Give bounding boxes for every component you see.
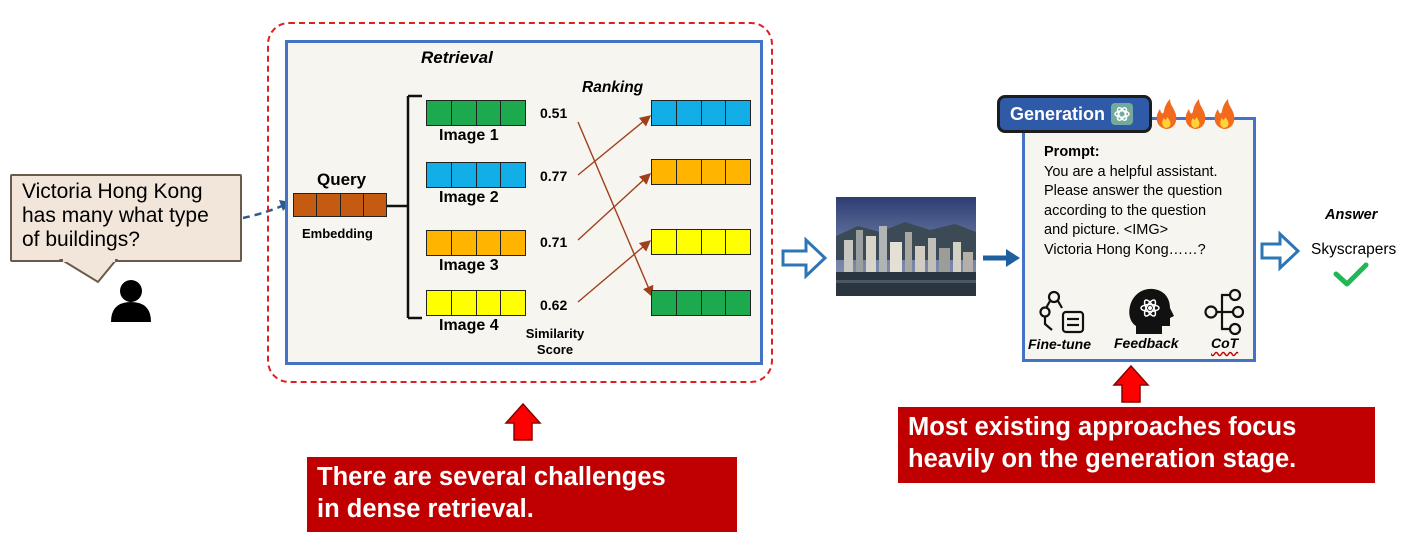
image-embedding-bar-4 (426, 290, 526, 316)
prompt-title: Prompt: (1044, 144, 1100, 160)
arrow-to-generation-head (1006, 249, 1020, 267)
fire-icon (1156, 99, 1177, 129)
generation-note-line-1: Most existing approaches focus (908, 413, 1297, 441)
ranking-title: Ranking (582, 79, 644, 96)
retrieval-challenge-note: There are several challenges in dense re… (307, 457, 737, 532)
retrieval-title: Retrieval (421, 48, 493, 67)
similarity-score-1: 0.51 (540, 105, 568, 121)
feedback-label: Feedback (1114, 335, 1179, 351)
user-icon (111, 280, 151, 322)
hollow-arrow-to-answer (1260, 230, 1301, 272)
similarity-score-3: 0.71 (540, 234, 568, 250)
image-embedding-bar-1 (426, 100, 526, 126)
query-dashed-arrow (242, 204, 283, 220)
fire-icon (1214, 99, 1235, 129)
image-label-3: Image 3 (439, 257, 499, 274)
generation-tab: Generation (997, 95, 1152, 133)
rank-arrow-image1 (577, 121, 654, 298)
similarity-score-4: 0.62 (540, 297, 568, 313)
prompt-line-2: Please answer the question (1044, 183, 1223, 200)
rank-arrow-image3 (577, 173, 652, 241)
red-up-arrow-retrieval (504, 402, 542, 441)
tool-icons (1039, 288, 1245, 336)
chatgpt-logo-icon (1111, 103, 1134, 125)
red-up-arrow-generation (1112, 364, 1150, 403)
query-bubble: Victoria Hong Kong has many what type of… (10, 174, 242, 262)
prompt-line-4: and picture. <IMG> (1044, 222, 1169, 239)
prompt-line-1: You are a helpful assistant. (1044, 163, 1218, 180)
prompt-line-5: Victoria Hong Kong……? (1044, 241, 1206, 258)
similarity-line-1: Similarity (525, 326, 585, 341)
query-title: Query (317, 170, 367, 189)
ranked-embedding-bar-2 (651, 159, 751, 185)
similarity-score-label: Similarity Score (523, 326, 587, 358)
retrieval-note-line-2: in dense retrieval. (317, 495, 534, 523)
fire-icon (1185, 99, 1206, 129)
image-label-1: Image 1 (439, 127, 499, 144)
answer-title: Answer (1325, 207, 1378, 223)
embedding-label: Embedding (302, 226, 373, 241)
fine-tune-icon (1039, 290, 1085, 334)
generation-title: Generation (1010, 103, 1106, 124)
fire-icons (1156, 99, 1235, 129)
image-label-2: Image 2 (439, 189, 499, 206)
retrieval-dashed-frame (267, 22, 773, 383)
retrieved-city-image (836, 197, 976, 296)
ranked-embedding-bar-1 (651, 100, 751, 126)
answer-value: Skyscrapers (1311, 241, 1397, 258)
query-line-2: has many what type (22, 204, 209, 227)
similarity-score-2: 0.77 (540, 168, 568, 184)
generation-note-line-2: heavily on the generation stage. (908, 445, 1297, 473)
prompt-text: Prompt: You are a helpful assistant. Ple… (1044, 143, 1249, 261)
query-embedding-bar (293, 193, 387, 217)
rank-arrow-image4 (577, 240, 652, 303)
bubble-tail-cover (63, 257, 115, 262)
generation-focus-note: Most existing approaches focus heavily o… (898, 407, 1375, 483)
image-embedding-bar-3 (426, 230, 526, 256)
ranked-embedding-bar-4 (651, 290, 751, 316)
cot-icon (1204, 288, 1245, 336)
image-label-4: Image 4 (439, 317, 499, 334)
similarity-line-2: Score (536, 342, 574, 357)
retrieval-note-line-1: There are several challenges (317, 463, 666, 491)
query-line-3: of buildings? (22, 228, 140, 251)
feedback-icon (1129, 288, 1174, 334)
check-icon (1333, 262, 1369, 287)
rank-arrow-image2 (577, 115, 652, 176)
hollow-arrow-to-image (781, 236, 828, 280)
ranked-embedding-bar-3 (651, 229, 751, 255)
fine-tune-label: Fine-tune (1028, 336, 1091, 352)
cot-label: CoT (1211, 335, 1239, 351)
image-embedding-bar-2 (426, 162, 526, 188)
query-line-1: Victoria Hong Kong (22, 180, 203, 203)
prompt-line-3: according to the question (1044, 202, 1207, 219)
retrieval-brace (387, 94, 422, 320)
